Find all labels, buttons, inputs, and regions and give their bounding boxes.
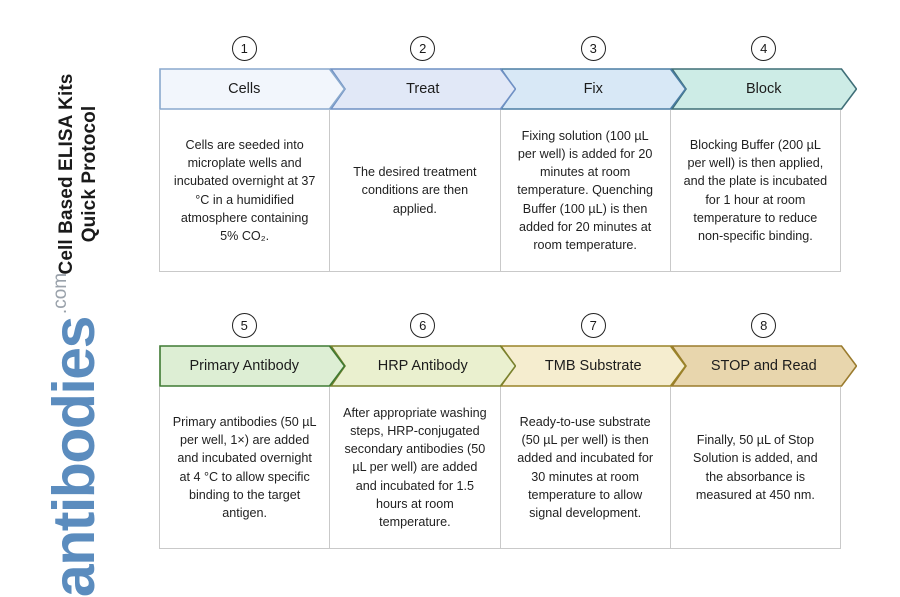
step-description-text: The desired treatment conditions are the… (353, 165, 477, 216)
step-arrow-label: TMB Substrate (544, 358, 642, 374)
step-description-cell-8: Finally, 50 µL of Stop Solution is added… (671, 387, 840, 548)
step-arrow-label: STOP and Read (710, 358, 817, 374)
step-description-cell-5: Primary antibodies (50 µL per well, 1×) … (160, 387, 331, 548)
step-number-strip: 1 2 3 4 (159, 36, 841, 68)
step-description-text: Cells are seeded into microplate wells a… (173, 137, 316, 243)
step-arrow-2[interactable]: Treat (329, 68, 516, 110)
step-description-text: Finally, 50 µL of Stop Solution is added… (693, 433, 818, 502)
step-description-cell-3: Fixing solution (100 µL per well) is add… (501, 110, 671, 271)
page-title: Cell Based ELISA Kits Quick Protocol (52, 44, 104, 304)
brand-logo-suffix: .com (50, 272, 71, 315)
step-arrow-label: Cells (228, 81, 261, 97)
step-number-badge-2: 2 (410, 36, 436, 61)
step-number-badge-6: 6 (410, 313, 436, 338)
step-description-text: Primary antibodies (50 µL per well, 1×) … (172, 414, 317, 520)
step-number-badge-1: 1 (231, 36, 257, 61)
page-title-line-2: Quick Protocol (79, 105, 100, 243)
step-number-badge-5: 5 (231, 313, 257, 338)
step-arrow-8[interactable]: STOP and Read (670, 345, 857, 387)
step-arrow-5[interactable]: Primary Antibody (159, 345, 346, 387)
step-arrow-shape (159, 345, 346, 387)
step-arrow-7[interactable]: TMB Substrate (500, 345, 687, 387)
step-arrow-label: Primary Antibody (189, 358, 300, 374)
step-arrow-label: Fix (583, 81, 603, 97)
step-arrow-label: HRP Antibody (377, 358, 468, 374)
step-number-badge-3: 3 (580, 36, 606, 61)
step-arrow-1[interactable]: Cells (159, 68, 346, 110)
step-description-strip: Primary antibodies (50 µL per well, 1×) … (159, 387, 841, 549)
step-arrow-6[interactable]: HRP Antibody (329, 345, 516, 387)
step-description-strip: Cells are seeded into microplate wells a… (159, 110, 841, 272)
step-description-cell-4: Blocking Buffer (200 µL per well) is the… (671, 110, 840, 271)
step-number-badge-8: 8 (751, 313, 777, 338)
step-description-cell-1: Cells are seeded into microplate wells a… (160, 110, 331, 271)
step-description-text: Blocking Buffer (200 µL per well) is the… (683, 137, 828, 243)
step-number-badge-7: 7 (580, 313, 606, 338)
page-title-line-1: Cell Based ELISA Kits (55, 73, 77, 275)
brand-logo-word: antibodies (40, 317, 107, 597)
step-arrow-3[interactable]: Fix (500, 68, 687, 110)
step-description-text: Fixing solution (100 µL per well) is add… (517, 128, 654, 253)
step-arrow-label: Treat (406, 81, 440, 97)
step-description-text: Ready-to-use substrate (50 µL per well) … (517, 414, 654, 520)
step-description-text: After appropriate washing steps, HRP-con… (343, 405, 487, 530)
step-arrow-label: Block (746, 81, 782, 97)
step-arrow-strip: Cells Treat Fix Block (159, 68, 857, 110)
step-description-cell-7: Ready-to-use substrate (50 µL per well) … (501, 387, 671, 548)
step-arrow-4[interactable]: Block (670, 68, 857, 110)
step-description-cell-6: After appropriate washing steps, HRP-con… (330, 387, 501, 548)
step-description-cell-2: The desired treatment conditions are the… (330, 110, 501, 271)
step-arrow-shape (159, 68, 346, 110)
step-arrow-strip: Primary Antibody HRP Antibody TMB Substrat… (159, 345, 857, 387)
brand-logo: antibodies .com (32, 273, 107, 597)
step-number-badge-4: 4 (751, 36, 777, 61)
step-number-strip: 5 6 7 8 (159, 313, 841, 345)
